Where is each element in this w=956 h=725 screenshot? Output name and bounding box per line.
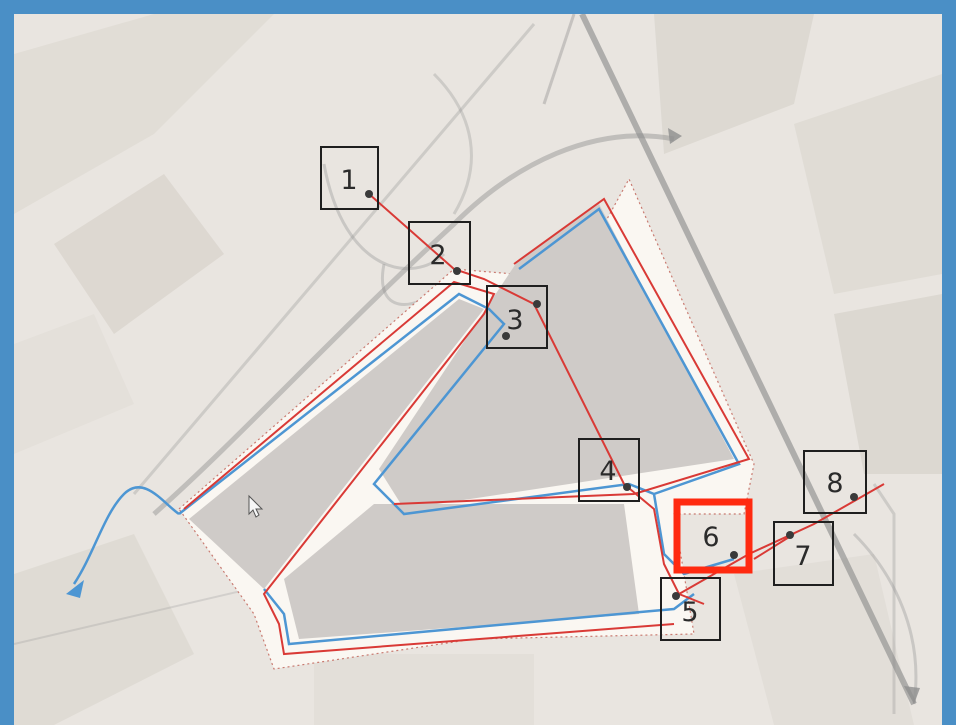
selected-marker-highlight <box>673 498 753 574</box>
marker-5-label: 5 <box>681 597 698 628</box>
marker-7-label: 7 <box>794 541 811 572</box>
marker-3-label: 3 <box>506 305 523 336</box>
marker-4[interactable]: 4 <box>578 438 640 502</box>
red-route <box>183 193 885 656</box>
marker-1[interactable]: 1 <box>320 146 379 210</box>
marker-3[interactable]: 3 <box>486 285 548 349</box>
road-arrows <box>668 128 920 704</box>
marker-5[interactable]: 5 <box>660 577 721 641</box>
marker-6[interactable]: 6 <box>673 498 753 574</box>
site-blocks <box>189 204 734 639</box>
marker-2[interactable]: 2 <box>408 221 471 285</box>
marker-1-label: 1 <box>340 165 357 196</box>
blue-route <box>72 207 741 646</box>
cursor-icon <box>248 494 264 518</box>
marker-8-label: 8 <box>826 468 843 499</box>
marker-4-label: 4 <box>599 456 616 487</box>
marker-6-label: 6 <box>702 522 719 553</box>
route-points <box>365 190 858 600</box>
marker-2-label: 2 <box>429 240 446 271</box>
marker-8[interactable]: 8 <box>803 450 867 514</box>
map-view[interactable]: 1 2 3 4 5 6 7 8 <box>14 14 942 725</box>
blue-route-arrow <box>66 580 84 598</box>
marker-7[interactable]: 7 <box>773 521 834 586</box>
map-canvas[interactable]: 1 2 3 4 5 6 7 8 <box>14 14 942 725</box>
field-parcels <box>14 14 942 725</box>
